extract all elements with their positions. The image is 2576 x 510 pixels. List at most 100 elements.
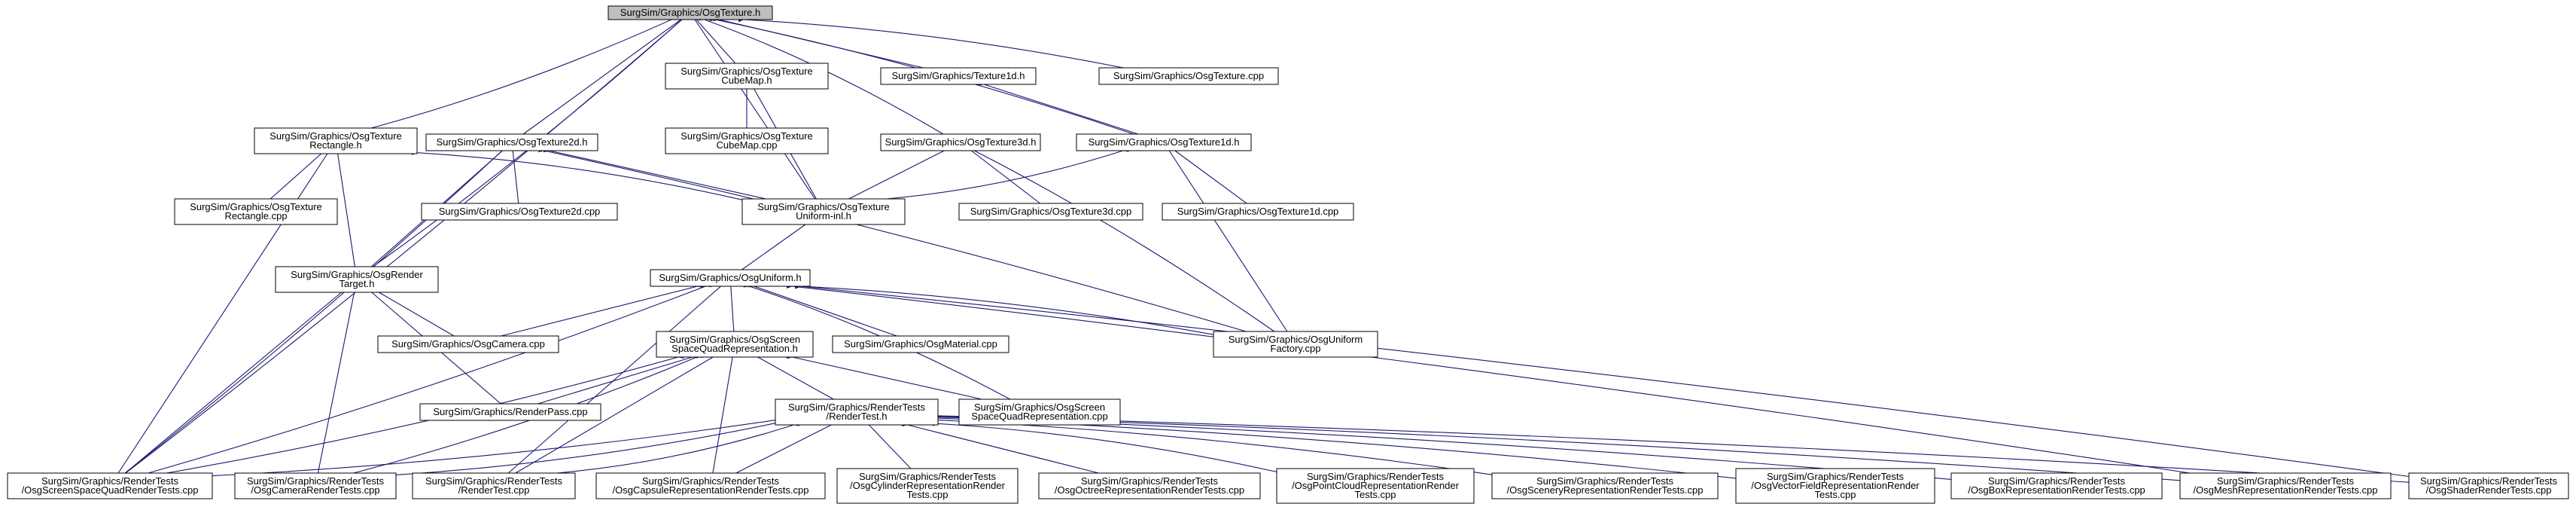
node-box[interactable] xyxy=(741,198,906,225)
node-box[interactable] xyxy=(958,203,1143,221)
node-box[interactable] xyxy=(650,269,811,287)
node-box[interactable] xyxy=(607,5,773,20)
node-label: SurgSim/Graphics/OsgTexture.cpp xyxy=(1113,70,1264,81)
node-box[interactable] xyxy=(1213,331,1378,358)
node-box[interactable] xyxy=(7,472,213,499)
edge-n17-n21 xyxy=(751,352,834,400)
node-box[interactable] xyxy=(412,472,576,499)
node-label: /RenderTest.cpp xyxy=(458,484,530,496)
node-label: SurgSim/Graphics/OsgTexture1d.cpp xyxy=(1177,206,1339,217)
graph-node[interactable]: SurgSim/Graphics/OsgMaterial.cpp xyxy=(832,335,1009,353)
graph-node[interactable]: SurgSim/Graphics/OsgTexture3d.h xyxy=(880,133,1041,151)
node-box[interactable] xyxy=(1276,468,1475,504)
node-box[interactable] xyxy=(880,133,1041,151)
node-box[interactable] xyxy=(958,399,1121,426)
graph-node[interactable]: SurgSim/Graphics/Texture1d.h xyxy=(880,67,1037,85)
edge-n0-n5 xyxy=(370,14,678,129)
node-box[interactable] xyxy=(425,133,598,151)
graph-node[interactable]: SurgSim/Graphics/OsgCamera.cpp xyxy=(377,335,559,353)
node-box[interactable] xyxy=(1038,472,1261,499)
node-label: SurgSim/Graphics/OsgTexture3d.h xyxy=(885,136,1037,148)
graph-node[interactable]: SurgSim/Graphics/OsgTexture1d.h xyxy=(1076,133,1252,151)
node-label: Tests.cpp xyxy=(1355,489,1396,500)
node-label: SurgSim/Graphics/RenderTests xyxy=(788,402,926,413)
node-label: SurgSim/Graphics/RenderTests xyxy=(642,475,780,487)
node-box[interactable] xyxy=(254,127,418,154)
graph-node[interactable]: SurgSim/Graphics/RenderTests/OsgScreenSp… xyxy=(7,472,213,499)
graph-node[interactable]: SurgSim/Graphics/RenderTests/OsgPointClo… xyxy=(1276,468,1475,504)
graph-node[interactable]: SurgSim/Graphics/RenderTests/OsgSceneryR… xyxy=(1491,472,1719,499)
graph-node[interactable]: SurgSim/Graphics/OsgTexture2d.h xyxy=(425,133,598,151)
node-label: Target.h xyxy=(340,278,375,289)
node-box[interactable] xyxy=(595,472,826,499)
node-label: SurgSim/Graphics/Texture1d.h xyxy=(891,70,1025,81)
graph-node[interactable]: SurgSim/Graphics/RenderTests/OsgCylinder… xyxy=(836,468,1019,504)
node-box[interactable] xyxy=(665,127,829,154)
node-box[interactable] xyxy=(275,266,439,293)
node-box[interactable] xyxy=(1098,67,1279,85)
node-box[interactable] xyxy=(1491,472,1719,499)
node-label: SurgSim/Graphics/OsgTexture2d.h xyxy=(437,136,588,148)
node-box[interactable] xyxy=(836,468,1019,504)
graph-node[interactable]: SurgSim/Graphics/OsgScreenSpaceQuadRepre… xyxy=(958,399,1121,426)
node-label: SurgSim/Graphics/RenderTests xyxy=(1988,475,2126,487)
node-box[interactable] xyxy=(174,198,338,225)
node-box[interactable] xyxy=(419,403,601,421)
graph-node[interactable]: SurgSim/Graphics/OsgScreenSpaceQuadRepre… xyxy=(656,331,814,358)
node-box[interactable] xyxy=(421,203,618,221)
graph-node[interactable]: SurgSim/Graphics/RenderTests/OsgBoxRepre… xyxy=(1950,472,2163,499)
graph-node[interactable]: SurgSim/Graphics/OsgTexture3d.cpp xyxy=(958,203,1143,221)
node-box[interactable] xyxy=(1735,468,1935,504)
edge-n21-n23 xyxy=(212,416,781,477)
graph-node[interactable]: SurgSim/Graphics/OsgTexture.h xyxy=(607,5,773,20)
graph-node[interactable]: SurgSim/Graphics/RenderTests/OsgShaderRe… xyxy=(2408,472,2569,499)
graph-node[interactable]: SurgSim/Graphics/RenderPass.cpp xyxy=(419,403,601,421)
node-box[interactable] xyxy=(1950,472,2163,499)
graph-node[interactable]: SurgSim/Graphics/RenderTests/OsgOctreeRe… xyxy=(1038,472,1261,499)
node-label: /OsgShaderRenderTests.cpp xyxy=(2426,484,2552,496)
node-box[interactable] xyxy=(775,399,939,426)
edge-n17-n23 xyxy=(166,353,684,474)
node-label: /OsgBoxRepresentationRenderTests.cpp xyxy=(1968,484,2145,496)
graph-node[interactable]: SurgSim/Graphics/RenderTests/OsgCameraRe… xyxy=(234,472,397,499)
node-box[interactable] xyxy=(2179,472,2392,499)
node-label: SurgSim/Graphics/OsgTexture xyxy=(269,130,402,142)
edge-n7-n19 xyxy=(968,145,1275,332)
node-box[interactable] xyxy=(832,335,1009,353)
node-box[interactable] xyxy=(1162,203,1354,221)
graph-node[interactable]: SurgSim/Graphics/RenderTests/RenderTest.… xyxy=(412,472,576,499)
edge-n15-n19 xyxy=(795,282,1214,335)
edge-n5-n14 xyxy=(333,148,355,267)
graph-node[interactable]: SurgSim/Graphics/RenderTests/RenderTest.… xyxy=(775,399,939,426)
graph-node[interactable]: SurgSim/Graphics/RenderTests/OsgCapsuleR… xyxy=(595,472,826,499)
node-box[interactable] xyxy=(656,331,814,358)
node-box[interactable] xyxy=(665,63,829,90)
node-box[interactable] xyxy=(1076,133,1252,151)
edge-n21-n26 xyxy=(735,420,838,474)
node-box[interactable] xyxy=(2408,472,2569,499)
edge-n5-n11 xyxy=(411,149,743,200)
node-box[interactable] xyxy=(880,67,1037,85)
node-box[interactable] xyxy=(377,335,559,353)
graph-node[interactable]: SurgSim/Graphics/RenderTests/OsgMeshRepr… xyxy=(2179,472,2392,499)
node-label: SurgSim/Graphics/OsgScreen xyxy=(974,402,1105,413)
edge-n5-n23 xyxy=(117,148,333,474)
node-label: Uniform-inl.h xyxy=(796,210,851,221)
graph-node[interactable]: SurgSim/Graphics/OsgTexture2d.cpp xyxy=(421,203,618,221)
graph-node[interactable]: SurgSim/Graphics/OsgUniform.h xyxy=(650,269,811,287)
node-box[interactable] xyxy=(234,472,397,499)
node-label: SurgSim/Graphics/OsgUniform xyxy=(1229,334,1363,345)
graph-node[interactable]: SurgSim/Graphics/RenderTests/OsgVectorFi… xyxy=(1735,468,1935,504)
node-label: SpaceQuadRepresentation.cpp xyxy=(971,411,1107,422)
graph-node[interactable]: SurgSim/Graphics/OsgTexture.cpp xyxy=(1098,67,1279,85)
edge-n0-n1 xyxy=(690,14,736,64)
node-label: SurgSim/Graphics/RenderTests xyxy=(1767,471,1905,482)
graph-node[interactable]: SurgSim/Graphics/OsgTexture1d.cpp xyxy=(1162,203,1354,221)
